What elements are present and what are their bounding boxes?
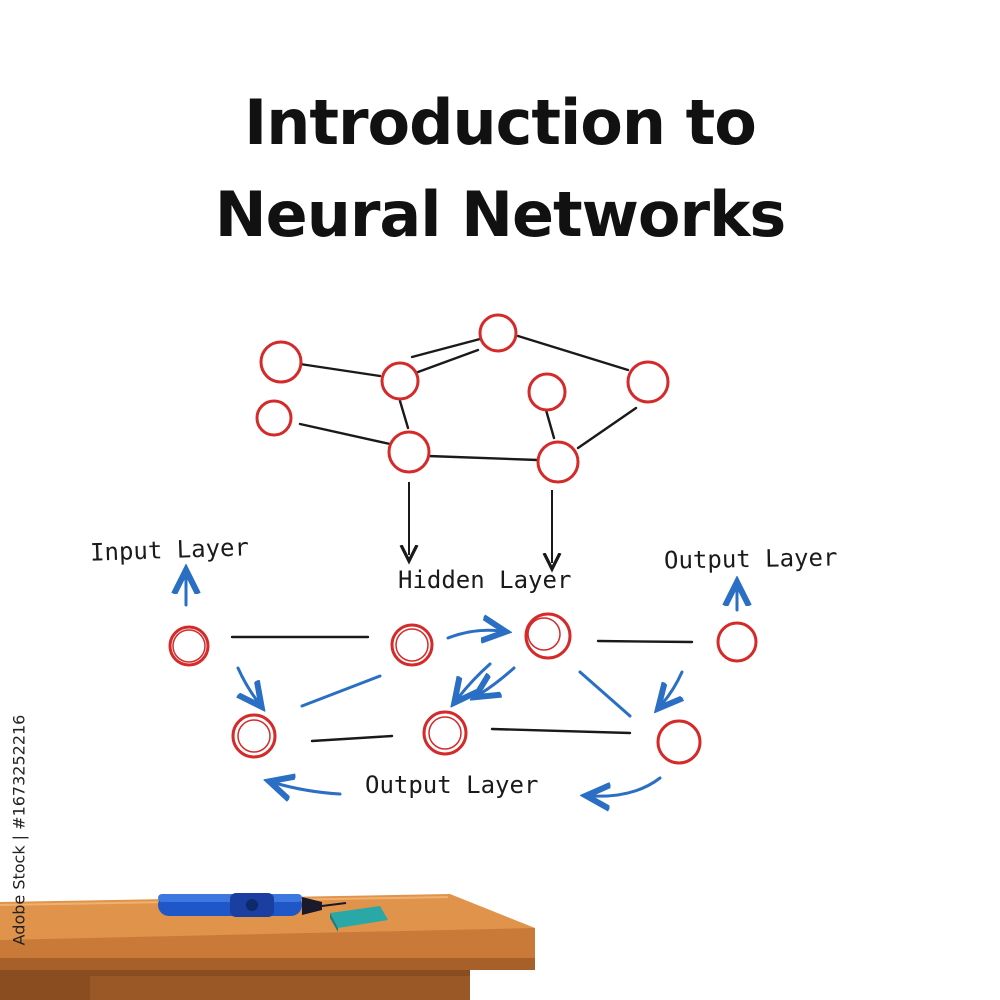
network-node [536, 440, 580, 484]
blue-arrows [186, 576, 737, 796]
network-node [237, 719, 271, 753]
lower-network-edges [230, 635, 694, 743]
stock-id-watermark: Adobe Stock | #1673252216 [6, 715, 32, 946]
down-arrows [409, 482, 552, 563]
hidden-layer-label: Hidden Layer [398, 566, 572, 594]
network-node [428, 716, 462, 750]
network-node [172, 629, 206, 663]
desk [0, 894, 535, 1000]
output-layer-label-right: Output Layer [663, 543, 838, 575]
network-node [478, 313, 518, 353]
title-line-1: Introduction to [244, 86, 757, 159]
network-node [626, 360, 670, 404]
lower-network-nodes [168, 612, 758, 765]
title-line-2: Neural Networks [214, 178, 787, 251]
network-node [527, 372, 567, 412]
marker-icon [158, 893, 347, 917]
lower-network-blue-lines [300, 670, 632, 718]
network-node [255, 399, 293, 437]
network-node [656, 719, 702, 765]
top-network-edges [298, 334, 638, 462]
network-node [395, 628, 429, 662]
stock-id-text: Adobe Stock | #1673252216 [9, 714, 29, 946]
eraser-icon [330, 906, 388, 932]
top-network-nodes [255, 313, 670, 484]
network-node [387, 430, 431, 474]
network-node [527, 617, 561, 651]
input-layer-label: Input Layer [89, 533, 250, 567]
output-layer-label-bottom: Output Layer [365, 771, 539, 799]
network-node [259, 340, 303, 384]
network-node [380, 361, 420, 401]
network-node [716, 621, 758, 663]
